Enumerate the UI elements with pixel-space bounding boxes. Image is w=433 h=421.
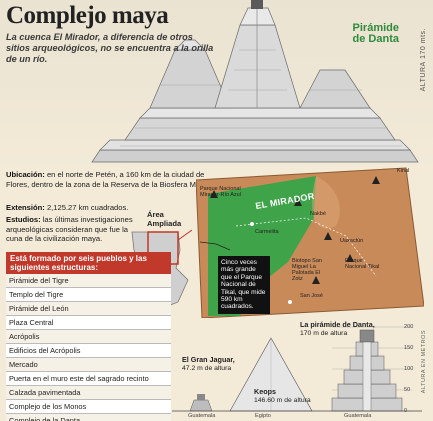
structure-item: Puerta en el muro este del sagrado recin…: [6, 372, 171, 386]
structure-item: Calzada pavimentada: [6, 386, 171, 400]
danta-pyramid-illustration: [0, 0, 433, 170]
estudios-value: las últimas investigaciones arqueológica…: [6, 215, 133, 243]
structure-item: Mercado: [6, 358, 171, 372]
structure-item: Complejo de los Monos: [6, 400, 171, 414]
structure-item: Edificios del Acrópolis: [6, 344, 171, 358]
estudios-text: Estudios: las últimas investigaciones ar…: [6, 215, 146, 244]
height-scale-axis: ALTURA EN METROS: [421, 330, 427, 394]
structure-item: Pirámide del León: [6, 302, 171, 316]
hero-height-value: 170 mts.: [420, 28, 427, 59]
estudios-label: Estudios:: [6, 215, 41, 224]
country-guatemala-1: Guatemala: [188, 413, 216, 419]
country-guatemala-2: Guatemala: [344, 413, 372, 419]
danta-name: La pirámide de Danta,: [300, 320, 375, 329]
keops-name: Keops: [254, 387, 276, 396]
keops-height: 146.60 m de altura: [254, 396, 311, 404]
extension-text: Extensión: 2,125.27 km cuadrados.: [6, 203, 216, 213]
extension-label: Extensión:: [6, 203, 45, 212]
map-label-tikal: Parque Nacional Tikal: [345, 258, 380, 270]
area-ampliada-label: Área Ampliada: [147, 210, 182, 228]
structures-list: Está formado por seis pueblos y las sigu…: [6, 252, 171, 421]
structure-item: Plaza Central: [6, 316, 171, 330]
danta-height: 170 m de altura: [300, 329, 348, 337]
area-label-line1: Área: [147, 210, 164, 219]
scale-tick: 100: [404, 366, 414, 372]
structure-item: Templo del Tigre: [6, 288, 171, 302]
map-label-sanjose: San José: [300, 293, 323, 299]
hero-height-label: ALTURA: [420, 61, 427, 92]
intro-text: La cuenca El Mirador, a diferencia de ot…: [6, 32, 214, 64]
structure-item: Complejo de la Danta: [6, 414, 171, 421]
map-label-nakbe: Nakbé: [310, 211, 326, 217]
jaguar-height: 47.2 m de altura: [182, 364, 232, 372]
pyramid-label-line1: Pirámide: [352, 22, 399, 34]
area-label-line2: Ampliada: [147, 218, 182, 228]
danta-label: La pirámide de Danta, 170 m de altura: [300, 321, 380, 337]
country-egipto: Egipto: [255, 413, 271, 419]
pyramid-label-line2: de Danta: [352, 33, 399, 45]
hero-height-scale: ALTURA 170 mts.: [420, 28, 427, 91]
structures-heading: Está formado por seis pueblos y las sigu…: [6, 252, 171, 274]
map-label-biotopo: Biotopo San Miguel La Palotada El Zotz: [292, 258, 322, 282]
map-label-kinal: Kinal: [397, 168, 410, 174]
structure-item: Pirámide del Tigre: [6, 274, 171, 288]
ubicacion-value: en el norte de Petén, a 160 km de la ciu…: [6, 170, 211, 189]
pyramid-label: Pirámide de Danta: [353, 23, 399, 45]
map-label-carmelita: Carmelita: [255, 229, 279, 235]
jaguar-name: El Gran Jaguar,: [182, 355, 235, 364]
map-label-parque: Parque Nacional Mirador-Río Azul: [200, 186, 241, 198]
map-label-uaxactun: Uaxactún: [340, 238, 364, 244]
height-comparison: [172, 326, 422, 412]
ubicacion-label: Ubicación:: [6, 170, 45, 179]
scale-tick: 0: [404, 408, 408, 414]
scale-tick: 50: [404, 387, 411, 393]
page-title: Complejo maya: [6, 2, 169, 29]
size-callout: Cinco veces más grande que el Parque Nac…: [218, 256, 270, 314]
ubicacion-text: Ubicación: en el norte de Petén, a 160 k…: [6, 170, 216, 189]
gran-jaguar-figure: [189, 394, 213, 412]
structure-item: Acrópolis: [6, 330, 171, 344]
extension-value: 2,125.27 km cuadrados.: [44, 203, 129, 212]
keops-label: Keops 146.60 m de altura: [254, 388, 314, 404]
scale-tick: 150: [404, 345, 414, 351]
scale-tick: 200: [404, 324, 414, 330]
jaguar-label: El Gran Jaguar, 47.2 m de altura: [182, 356, 252, 372]
